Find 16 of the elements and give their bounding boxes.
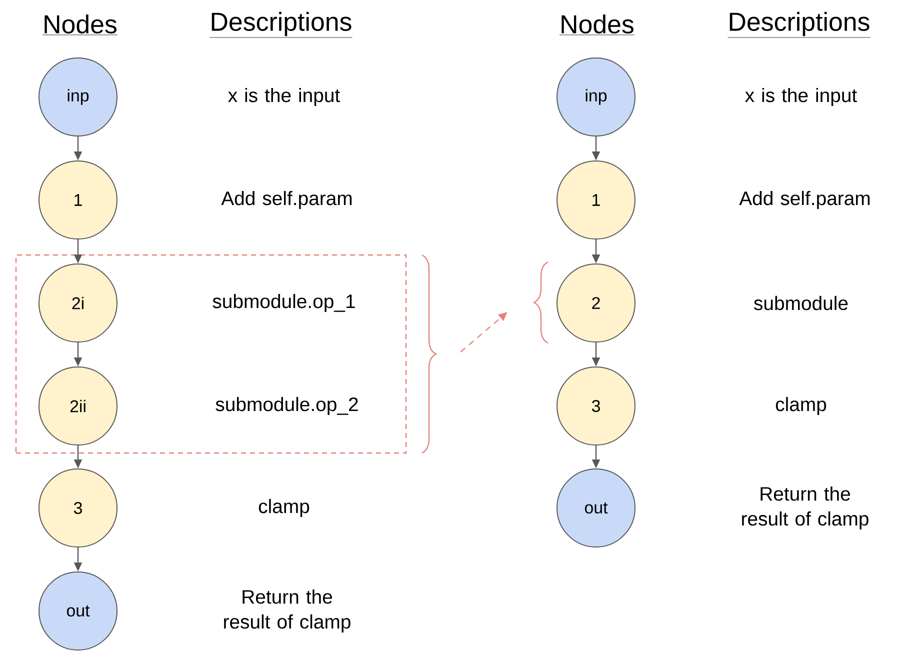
description-text: clamp (258, 498, 310, 518)
column-heading: Nodes (42, 14, 118, 36)
description-text: x is the input (745, 88, 857, 106)
column-heading: Descriptions (210, 12, 352, 38)
column-heading: Nodes (559, 14, 635, 36)
description-text: submodule (754, 296, 848, 310)
description-text: Return the result of clamp (742, 486, 868, 530)
column-heading: Descriptions (728, 12, 870, 38)
description-text: Add self.param (739, 190, 870, 210)
description-text: clamp (776, 396, 826, 416)
description-text: Return the result of clamp (224, 589, 350, 632)
dashed-group-box (15, 254, 407, 454)
description-text: x is the input (228, 88, 340, 106)
description-text: Add self.param (221, 190, 352, 210)
description-text: submodule.op_1 (212, 294, 355, 312)
description-text: submodule.op_2 (216, 396, 358, 416)
